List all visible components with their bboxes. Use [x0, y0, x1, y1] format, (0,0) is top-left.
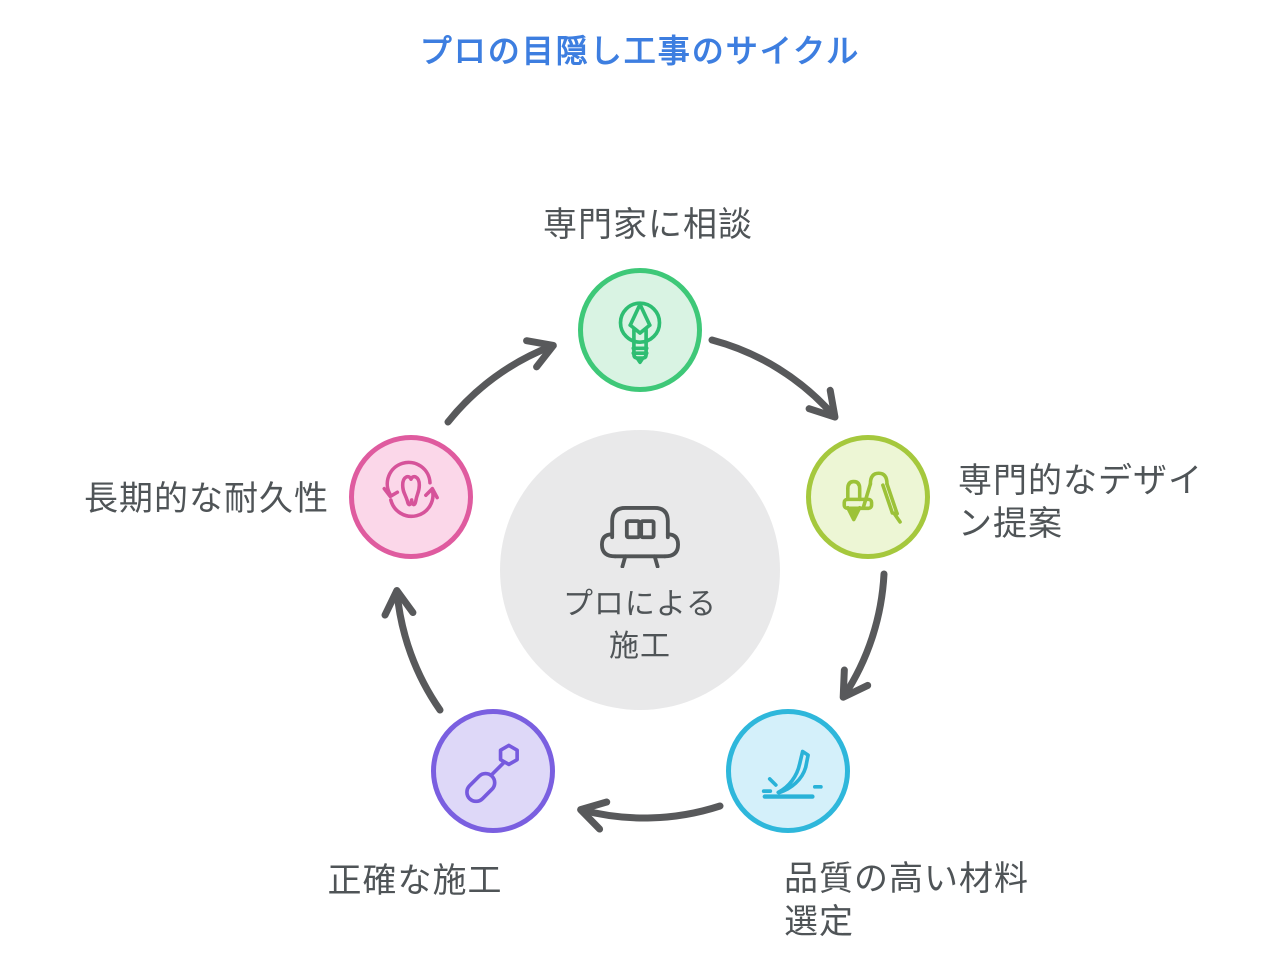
arrow-design-to-material	[839, 570, 888, 701]
node-design-proposal	[806, 435, 930, 559]
label-consult-expert: 専門家に相談	[543, 204, 753, 247]
label-line: 専門的なデザイ	[958, 462, 1203, 500]
label-line: 正確な施工	[327, 862, 503, 900]
drafting-compass-icon	[830, 459, 906, 535]
arrow-consult-to-design	[708, 336, 839, 421]
tooth-cycle-icon	[373, 459, 449, 535]
utility-knife-icon	[749, 732, 827, 810]
label-line: 専門家に相談	[543, 206, 753, 244]
center-label-line2: 施工	[608, 630, 671, 663]
label-line: ン提案	[958, 505, 1063, 543]
label-line: 長期的な耐久性	[84, 480, 329, 518]
center-label: プロによる 施工	[563, 584, 717, 668]
center-node: プロによる 施工	[500, 430, 780, 710]
arrow-material-to-construction	[577, 798, 724, 833]
node-long-term-durability	[349, 435, 473, 559]
pencil-bulb-icon	[601, 291, 679, 369]
arrow-durability-to-consult	[444, 337, 557, 426]
node-accurate-construction	[431, 709, 555, 833]
label-line: 選定	[784, 903, 854, 941]
label-material-selection: 品質の高い材料 選定	[784, 858, 1029, 944]
label-accurate-construction: 正確な施工	[328, 860, 503, 903]
label-line: 品質の高い材料	[784, 860, 1029, 898]
node-material-selection	[726, 709, 850, 833]
sofa-icon	[593, 486, 687, 568]
arrow-construction-to-durability	[381, 587, 444, 714]
center-label-line1: プロによる	[562, 588, 718, 621]
screwdriver-icon	[454, 732, 532, 810]
label-long-term-durability: 長期的な耐久性	[84, 478, 329, 521]
node-consult-expert	[578, 268, 702, 392]
label-design-proposal: 専門的なデザイ ン提案	[958, 460, 1203, 546]
page-title: プロの目隠し工事のサイクル	[419, 33, 861, 69]
